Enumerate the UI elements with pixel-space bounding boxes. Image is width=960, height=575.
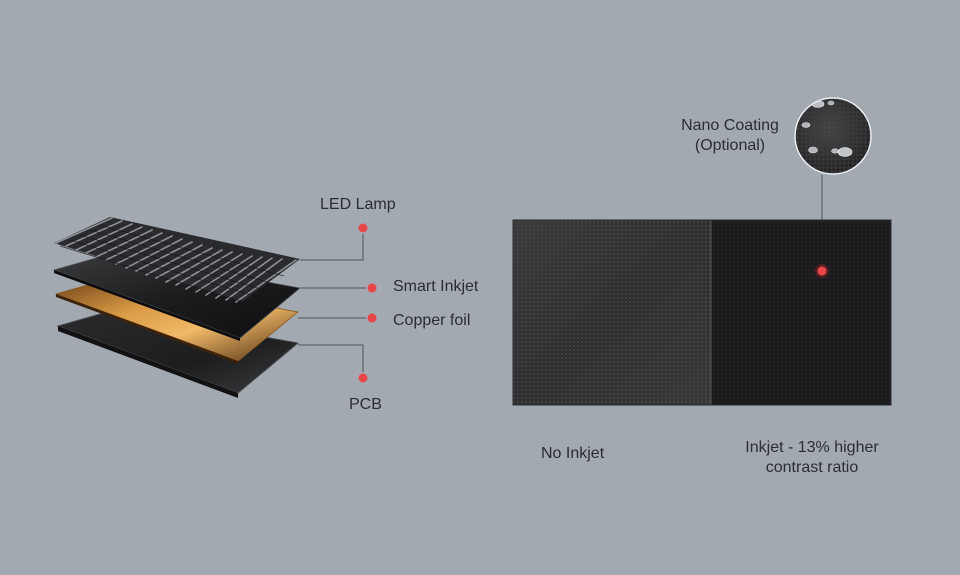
label-copper-foil: Copper foil (393, 312, 471, 329)
label-nano-coating: Nano Coating (Optional) (672, 116, 788, 156)
pcb-layer (56, 309, 300, 394)
water-droplet-icons (801, 100, 853, 157)
label-led-lamp: LED Lamp (320, 196, 396, 213)
caption-inkjet-line1: Inkjet - 13% higher (745, 439, 879, 456)
marker-smart-inkjet (367, 283, 377, 293)
caption-no-inkjet: No Inkjet (541, 445, 605, 462)
caption-inkjet-line2: contrast ratio (765, 459, 859, 476)
label-smart-inkjet: Smart Inkjet (393, 278, 479, 295)
label-nano-coating-line1: Nano Coating (681, 117, 779, 134)
layer-stack (52, 217, 301, 398)
comparison-panel (512, 219, 892, 406)
label-nano-coating-line2: (Optional) (694, 137, 766, 154)
marker-led-lamp (358, 223, 368, 233)
marker-copper-foil (367, 313, 377, 323)
marker-dots (358, 223, 377, 383)
marker-pcb (358, 373, 368, 383)
nano-coating-magnifier (794, 97, 872, 175)
led-lamp-layer (54, 217, 300, 303)
label-pcb: PCB (349, 396, 382, 413)
caption-inkjet: Inkjet - 13% higher contrast ratio (727, 438, 897, 478)
